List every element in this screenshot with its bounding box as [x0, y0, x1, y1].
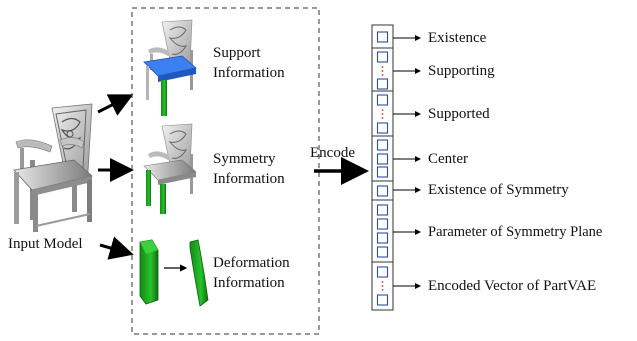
arrow-to-support [97, 94, 134, 116]
vector-label-symmetry-plane: Parameter of Symmetry Plane [428, 224, 603, 240]
vector-label-existence-of-symmetry: Existence of Symmetry [428, 182, 569, 198]
deformation-info-line1: Deformation [213, 255, 290, 271]
input-chair-model [13, 103, 93, 232]
symmetry-info-line2: Information [213, 171, 285, 187]
vector-label-existence: Existence [428, 30, 487, 46]
arrow-to-deformation [99, 236, 134, 260]
info-panel-box [131, 7, 320, 335]
vector-cells [376, 31, 389, 306]
encoded-vector [371, 24, 421, 311]
vector-label-supporting: Supporting [428, 63, 495, 79]
vector-label-supported: Supported [428, 106, 490, 122]
encode-label: Encode [310, 145, 355, 161]
support-chair-model [143, 19, 197, 116]
deformation-info-line2: Information [213, 275, 285, 291]
support-info-line1: Support [213, 45, 261, 61]
support-info-line2: Information [213, 65, 285, 81]
vector-label-center: Center [428, 151, 468, 167]
deformation-deformed-part [189, 239, 209, 307]
symmetry-info-line1: Symmetry [213, 151, 276, 167]
deformation-original-part [139, 239, 159, 305]
ellipsis-dots [381, 66, 384, 291]
vector-label-partvae: Encoded Vector of PartVAE [428, 278, 597, 294]
input-model-label: Input Model [8, 236, 83, 252]
symmetry-chair-model [143, 123, 197, 214]
